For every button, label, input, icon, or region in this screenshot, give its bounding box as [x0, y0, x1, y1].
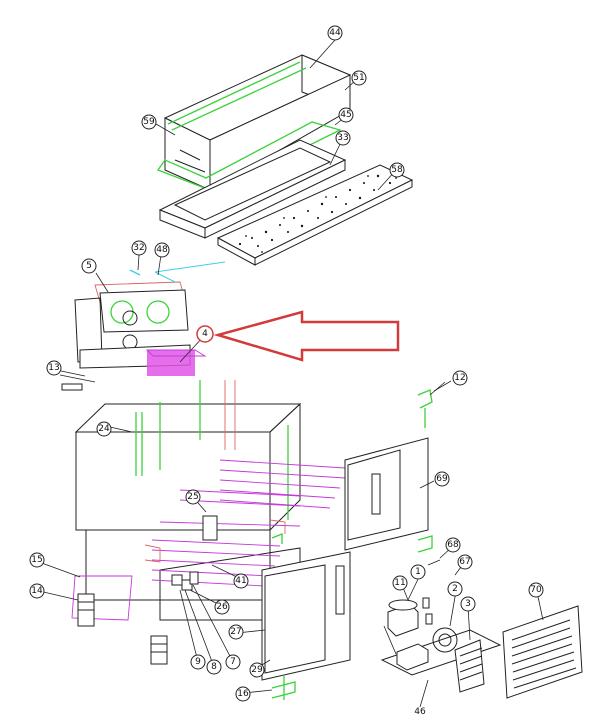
part-bubble-41: 41 [233, 573, 249, 589]
cabinet-body [71, 380, 346, 665]
part-bubble-26: 26 [214, 599, 230, 615]
part-bubble-4: 4 [196, 325, 214, 343]
callout-arrow [213, 310, 400, 362]
part-bubble-32: 32 [131, 240, 147, 256]
front-grille [502, 605, 583, 699]
part-label-46: 46 [414, 707, 426, 717]
part-bubble-24: 24 [96, 421, 112, 437]
leg [77, 593, 95, 627]
door-upper [344, 437, 429, 551]
part-bubble-29: 29 [249, 662, 265, 678]
part-bubble-58: 58 [389, 162, 405, 178]
svg-text:32: 32 [133, 243, 144, 253]
svg-text:4: 4 [202, 329, 208, 339]
part-bubble-14: 14 [29, 583, 45, 599]
part-bubble-7: 7 [225, 654, 241, 670]
part-bubble-48: 48 [154, 242, 170, 258]
part-bubble-25: 25 [185, 489, 201, 505]
door-lower [261, 551, 351, 681]
part-bubble-15: 15 [29, 552, 45, 568]
evaporator-group [59, 261, 226, 391]
svg-text:70: 70 [530, 585, 542, 595]
svg-text:46: 46 [414, 707, 426, 717]
svg-text:44: 44 [329, 28, 341, 38]
part-bubble-27: 27 [228, 624, 244, 640]
part-bubble-16: 16 [235, 686, 251, 702]
top-counter [158, 139, 414, 266]
svg-text:1: 1 [415, 567, 421, 577]
svg-text:51: 51 [353, 73, 364, 83]
svg-text:59: 59 [143, 117, 155, 127]
part-bubble-9: 9 [190, 654, 206, 670]
glass-canopy [156, 54, 352, 193]
svg-text:11: 11 [394, 578, 405, 588]
svg-text:16: 16 [237, 689, 249, 699]
hinge-bottom [271, 533, 433, 700]
svg-text:7: 7 [230, 657, 236, 667]
svg-text:14: 14 [31, 586, 43, 596]
svg-text:3: 3 [465, 599, 471, 609]
part-bubble-1: 1 [410, 564, 426, 580]
part-bubble-68: 68 [445, 537, 461, 553]
svg-text:27: 27 [230, 627, 241, 637]
svg-text:69: 69 [436, 474, 448, 484]
part-bubble-2: 2 [447, 581, 463, 597]
hinge-top [417, 381, 446, 428]
svg-text:13: 13 [48, 363, 59, 373]
part-bubble-33: 33 [335, 130, 351, 146]
part-bubble-51: 51 [351, 70, 367, 86]
part-bubble-8: 8 [206, 659, 222, 675]
svg-text:24: 24 [98, 424, 110, 434]
svg-text:67: 67 [459, 557, 470, 567]
part-bubble-3: 3 [460, 596, 476, 612]
part-bubble-69: 69 [434, 471, 450, 487]
part-bubble-13: 13 [46, 360, 62, 376]
svg-text:45: 45 [340, 110, 351, 120]
svg-text:29: 29 [251, 665, 263, 675]
svg-text:48: 48 [156, 245, 168, 255]
svg-text:15: 15 [31, 555, 42, 565]
svg-text:5: 5 [86, 261, 92, 271]
svg-text:8: 8 [211, 662, 217, 672]
part-bubble-67: 67 [457, 554, 473, 570]
svg-text:68: 68 [447, 540, 459, 550]
part-bubble-12: 12 [452, 370, 468, 386]
condensing-unit [380, 597, 502, 693]
part-bubble-44: 44 [327, 25, 343, 41]
part-bubble-11: 11 [392, 575, 408, 591]
part-bubble-59: 59 [141, 114, 157, 130]
svg-text:58: 58 [391, 165, 403, 175]
part-bubble-5: 5 [81, 258, 97, 274]
svg-text:41: 41 [235, 576, 246, 586]
svg-text:2: 2 [452, 584, 458, 594]
part-bubble-70: 70 [528, 582, 544, 598]
svg-text:12: 12 [454, 373, 465, 383]
svg-text:25: 25 [187, 492, 198, 502]
svg-text:9: 9 [195, 657, 201, 667]
svg-text:26: 26 [216, 602, 228, 612]
svg-text:33: 33 [337, 133, 348, 143]
part-bubble-45: 45 [338, 107, 354, 123]
